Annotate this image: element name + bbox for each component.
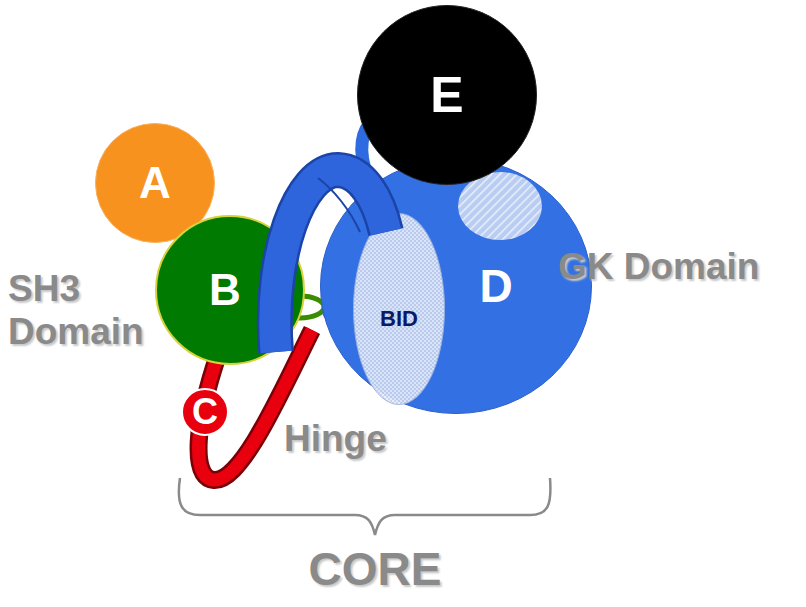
- node-letter: E: [430, 70, 463, 120]
- hinge-circle-outline: [182, 389, 228, 435]
- core-bracket: [179, 478, 551, 535]
- part-label: Hinge: [284, 418, 424, 461]
- node-letter: C: [192, 394, 218, 430]
- striped-site: [458, 172, 542, 240]
- part-label: GK Domain: [558, 246, 798, 289]
- hook-band-edge: [275, 170, 386, 352]
- hinge-circle: C: [181, 388, 229, 436]
- bid-region-outline: [354, 214, 445, 405]
- node-letter: A: [139, 161, 171, 205]
- hook-band-fold: [318, 178, 360, 232]
- node-letter: BID: [380, 308, 418, 330]
- e-circle: E: [357, 5, 537, 185]
- part-label: SH3 Domain: [8, 268, 158, 353]
- part-label: CORE: [285, 543, 465, 596]
- bid-region: BID: [353, 213, 445, 405]
- hook-band: [275, 170, 386, 352]
- node-letter: D: [479, 263, 512, 309]
- node-letter: B: [209, 268, 241, 312]
- e-circle-outline: [358, 6, 537, 185]
